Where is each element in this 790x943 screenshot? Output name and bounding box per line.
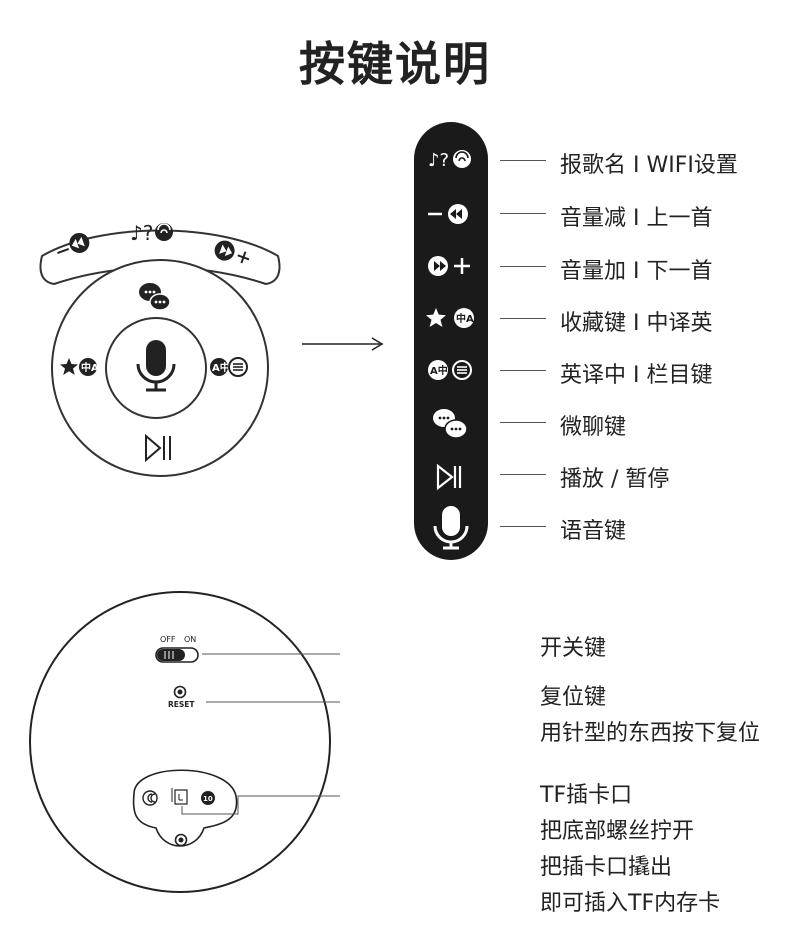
wechat-icon <box>433 409 468 439</box>
lock-icon: 10 <box>201 791 215 805</box>
volume-down-prev-icon <box>57 232 90 254</box>
translate-menu-icon: A中 <box>210 357 248 377</box>
volume-up-next-icon <box>214 240 250 264</box>
microphone-icon <box>136 340 176 392</box>
svg-text:A中: A中 <box>430 364 448 377</box>
microphone-icon <box>433 506 469 550</box>
leader-line <box>500 526 546 527</box>
arrow-icon <box>302 337 384 351</box>
favorite-translate-icon: 中A <box>60 358 99 376</box>
device-bottom-diagram: OFF ON RESET 10 <box>29 591 340 893</box>
leader-line <box>500 213 546 214</box>
reset-instruction: 用针型的东西按下复位 <box>540 721 761 746</box>
favorite-translate-icon: 中A <box>426 308 474 328</box>
power-switch: OFF ON <box>155 635 199 663</box>
song-wifi-icon: ♪? <box>428 150 471 171</box>
page-title: 按键说明 <box>299 37 491 91</box>
leader-line <box>500 422 546 423</box>
key-strip: ♪? 中A A中 <box>414 122 488 560</box>
play-pause-icon <box>145 433 171 463</box>
play-pause-icon <box>436 463 462 491</box>
volume-down-prev-icon <box>428 204 468 224</box>
unlock-icon <box>142 790 158 806</box>
bottom-cover-plate <box>132 769 238 847</box>
translate-menu-icon: A中 <box>428 360 472 380</box>
sd-card-icon <box>171 788 188 805</box>
svg-text:中A: 中A <box>456 312 474 325</box>
device-top-diagram: ♪? 中A A中 <box>39 221 281 477</box>
leader-line <box>500 266 546 267</box>
legend-label: 微聊键 <box>560 415 627 440</box>
svg-text:10: 10 <box>203 795 213 803</box>
tf-instruction: 即可插入TF内存卡 <box>540 891 721 916</box>
legend-label: 报歌名 I WIFI设置 <box>560 153 738 178</box>
svg-text:♪?: ♪? <box>130 221 153 245</box>
leader-line <box>500 474 546 475</box>
song-wifi-icon: ♪? <box>130 221 173 245</box>
legend-label: 音量减 I 上一首 <box>560 206 713 231</box>
reset-button: RESET <box>168 685 195 709</box>
switch-off-label: OFF <box>160 635 176 644</box>
legend-label: 收藏键 I 中译英 <box>560 311 713 336</box>
svg-text:A中: A中 <box>212 361 230 374</box>
switch-on-label: ON <box>184 635 196 644</box>
volume-up-next-icon <box>428 256 470 276</box>
legend-label: 播放 / 暂停 <box>560 467 670 492</box>
tf-instruction: 把插卡口撬出 <box>540 855 673 880</box>
reset-label: 复位键 <box>540 685 607 710</box>
wechat-icon <box>139 283 171 311</box>
leader-line <box>500 318 546 319</box>
device-bottom-outline <box>29 591 331 893</box>
leader-line <box>500 370 546 371</box>
legend-label: 语音键 <box>560 519 627 544</box>
tf-label: TF插卡口 <box>540 783 633 808</box>
power-label: 开关键 <box>540 636 607 661</box>
svg-text:中A: 中A <box>81 361 99 374</box>
svg-text:♪?: ♪? <box>428 150 449 171</box>
leader-line <box>500 160 546 161</box>
tf-instruction: 把底部螺丝拧开 <box>540 819 695 844</box>
reset-text: RESET <box>168 700 195 709</box>
legend-label: 音量加 I 下一首 <box>560 259 713 284</box>
legend-label: 英译中 I 栏目键 <box>560 363 713 388</box>
